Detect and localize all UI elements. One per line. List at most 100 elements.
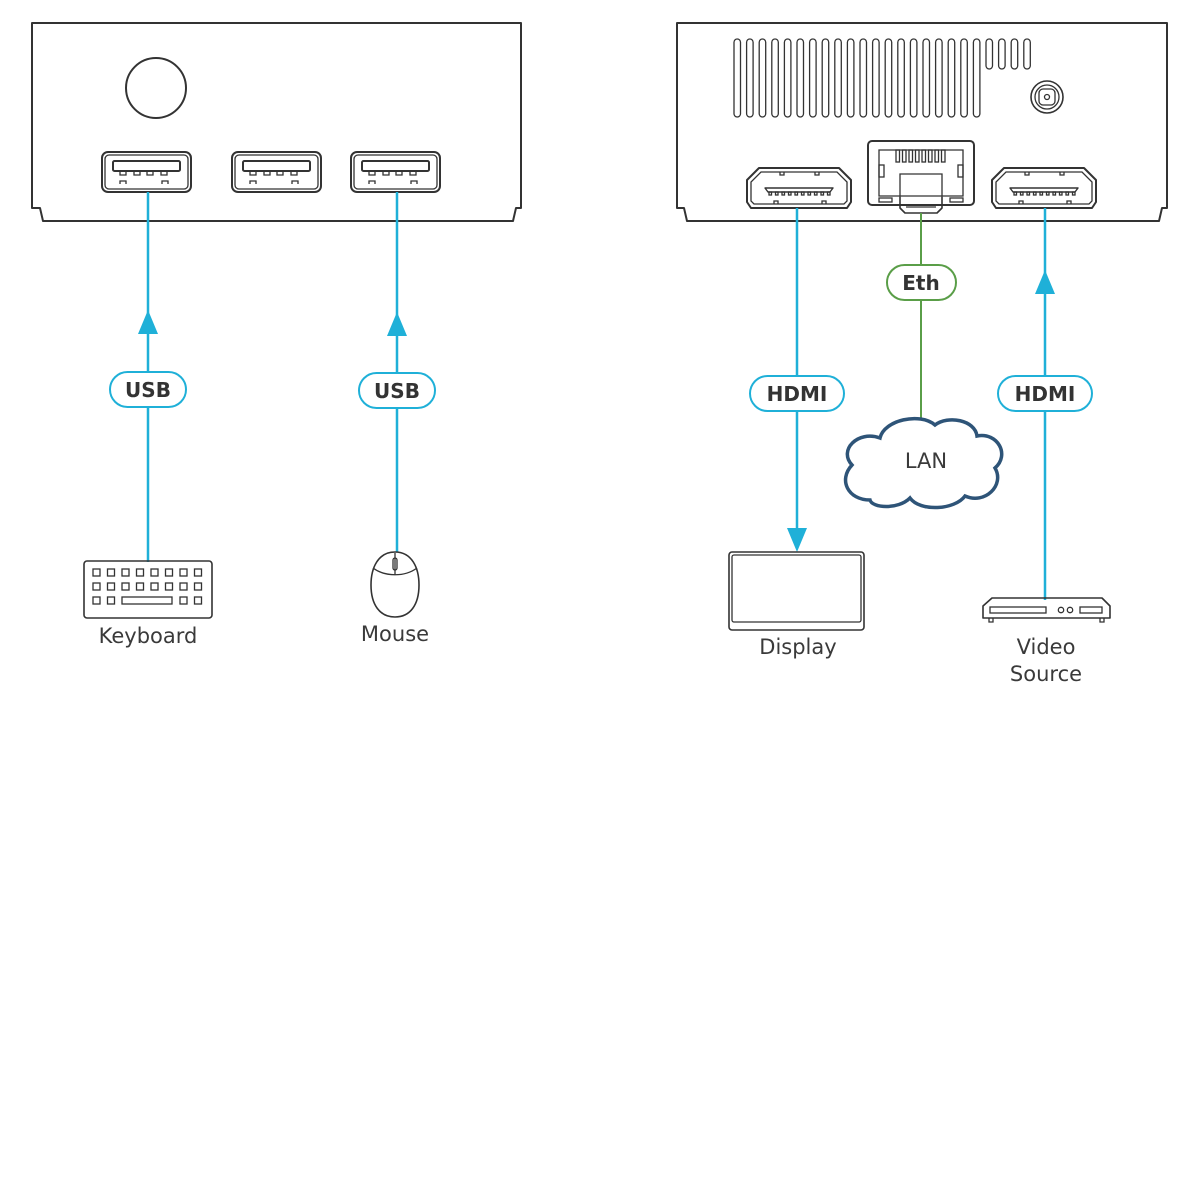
usb-port-1-icon	[101, 151, 192, 193]
arrow-down-icon	[787, 528, 807, 552]
pin	[826, 191, 831, 196]
ethernet-port-icon	[867, 140, 975, 214]
key	[106, 582, 116, 591]
vent-slot	[796, 38, 805, 118]
cable-label-badge	[109, 371, 187, 408]
vent-slot	[745, 38, 754, 118]
key	[92, 596, 101, 605]
pin	[1065, 191, 1070, 196]
pin	[895, 149, 901, 163]
cable-label-hdmi-video-source: HDMI	[1015, 382, 1076, 406]
pin	[940, 149, 946, 163]
cable-label-badge	[997, 375, 1093, 412]
pin	[1013, 191, 1018, 196]
key	[150, 568, 159, 577]
pin	[820, 191, 825, 196]
vent-slot	[758, 38, 767, 118]
arrow-up-icon	[387, 312, 407, 336]
pin	[908, 149, 914, 163]
cable-label-usb-keyboard: USB	[125, 378, 171, 402]
power-button-icon[interactable]	[125, 57, 187, 119]
vent-slot	[783, 38, 792, 118]
cable-label-eth: Eth	[902, 271, 939, 295]
usb-port-2-icon	[231, 151, 322, 193]
pin	[1045, 191, 1050, 196]
keyboard-icon	[83, 560, 213, 619]
display-icon	[728, 551, 865, 631]
key	[92, 568, 101, 577]
ethernet-connection: Eth	[886, 213, 957, 425]
pin	[1026, 191, 1031, 196]
key	[92, 582, 101, 591]
key	[150, 582, 159, 591]
key	[179, 582, 188, 591]
vent-slot	[909, 38, 918, 118]
key	[121, 568, 130, 577]
key	[106, 596, 116, 605]
pin	[1058, 191, 1063, 196]
vent-slot	[947, 38, 956, 118]
vent-slot	[922, 38, 931, 118]
arrow-up-icon	[1035, 270, 1055, 294]
pin	[781, 191, 786, 196]
vent-slot	[884, 38, 893, 118]
pin	[768, 191, 773, 196]
vent-slot	[972, 38, 981, 118]
pin	[787, 191, 792, 196]
ventilation-slots	[733, 38, 1031, 118]
video-source-connection: HDMI	[997, 208, 1093, 600]
cable-label-badge	[358, 372, 436, 409]
pin	[934, 149, 940, 163]
device-label-lan: LAN	[905, 449, 947, 473]
pin	[1052, 191, 1057, 196]
pin	[1032, 191, 1037, 196]
pin	[800, 191, 805, 196]
mouse-icon	[370, 551, 420, 618]
vent-slot	[771, 38, 779, 118]
vent-slot	[997, 38, 1006, 70]
vent-slot	[808, 38, 817, 118]
vent-slot	[859, 38, 868, 118]
device-label-display: Display	[759, 635, 836, 659]
pin	[774, 191, 779, 196]
vent-slot	[871, 38, 880, 118]
key	[106, 568, 116, 577]
pin	[914, 149, 920, 163]
vent-slot	[846, 38, 855, 118]
key	[121, 582, 130, 591]
pin	[1039, 191, 1044, 196]
key	[179, 596, 188, 605]
vent-slot	[934, 38, 943, 118]
vent-slot	[1010, 38, 1019, 70]
lan-cloud-icon	[843, 416, 1004, 510]
rear-panel-unit	[676, 22, 1168, 222]
device-label-mouse: Mouse	[361, 622, 429, 646]
key	[164, 582, 174, 591]
pin	[794, 191, 799, 196]
cable-label-badge	[886, 264, 957, 301]
cable-label-hdmi-display: HDMI	[767, 382, 828, 406]
vent-slot	[821, 38, 830, 118]
vent-slot	[1023, 38, 1031, 70]
device-label-video-source-line1: Video	[1017, 635, 1076, 659]
device-label-video-source-line2: Source	[1010, 662, 1082, 686]
key	[193, 568, 203, 577]
key	[135, 568, 145, 577]
key	[135, 582, 145, 591]
spacebar-key	[121, 596, 173, 605]
key	[164, 568, 174, 577]
key	[193, 596, 203, 605]
vent-slot	[834, 38, 842, 118]
pin	[927, 149, 933, 163]
vent-slot	[960, 38, 968, 118]
pin	[807, 191, 812, 196]
display-connection: HDMI	[749, 208, 845, 552]
device-label-keyboard: Keyboard	[99, 624, 198, 648]
pin	[1071, 191, 1076, 196]
key	[193, 582, 203, 591]
arrow-up-icon	[138, 310, 158, 334]
power-connector-icon	[1030, 80, 1064, 114]
vent-slot	[897, 38, 905, 118]
pin	[901, 149, 907, 163]
